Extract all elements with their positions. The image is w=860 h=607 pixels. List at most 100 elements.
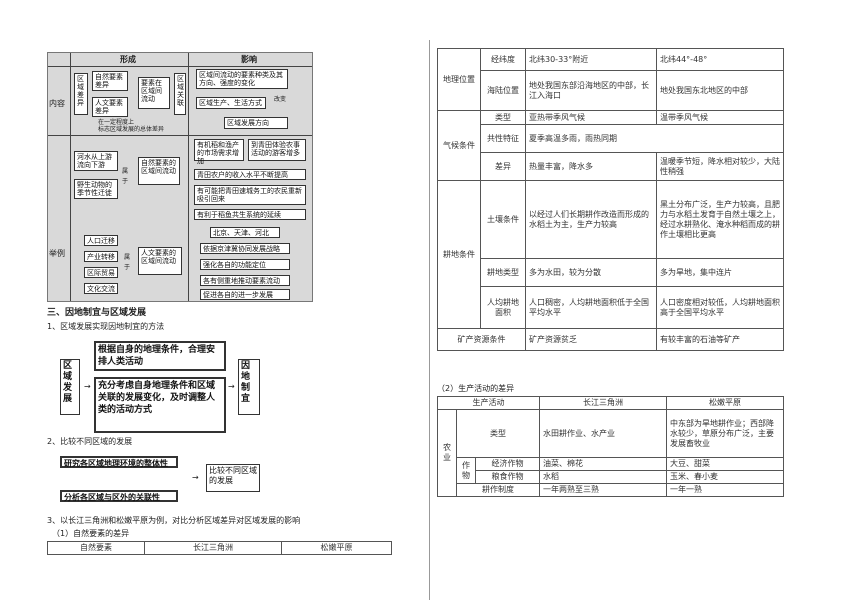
value-cell: 以经过人们长期耕作改造而形成的水稻土为主，生产力较高	[525, 180, 657, 259]
row-label-juli: 举例	[49, 249, 65, 258]
value-cell: 北纬30-33°附近	[525, 48, 657, 71]
item-cell: 类型	[456, 409, 540, 458]
item-cell: 耕地类型	[480, 258, 526, 287]
group-cell: 气候条件	[437, 110, 481, 181]
box-quyu-lianxi: 区域关联	[174, 73, 186, 115]
box-ziran-liudong: 自然要素的区域间流动	[138, 157, 180, 185]
item-cell: 共性特征	[480, 124, 526, 153]
label-shuyu2: 属于	[124, 254, 131, 271]
box-renkou: 人口迁移	[84, 235, 118, 246]
value-cell: 热量丰富，降水多	[525, 152, 657, 181]
divider	[48, 66, 312, 67]
row-label-neirong: 内容	[49, 99, 65, 108]
table-row: 人均耕地面积 人口稠密，人均耕地面积低于全国平均水平 人口密度相对较低，人均耕地…	[438, 286, 784, 329]
box-quyu-chayi: 区域差异	[74, 73, 88, 115]
value-cell: 油菜、棉花	[539, 457, 667, 471]
value-cell: 地处我国东部沿海地区的中部，长江入海口	[525, 70, 657, 111]
table-header-cell: 松嫩平原	[281, 541, 392, 555]
header-yingxiang: 影响	[241, 55, 257, 64]
value-cell: 一年两熟至三熟	[539, 483, 667, 497]
item-cell: 土壤条件	[480, 180, 526, 259]
value-cell: 人口密度相对较低，人均耕地面积高于全国平均水平	[656, 286, 784, 329]
value-cell: 大豆、甜菜	[666, 457, 784, 471]
table-row: 矿产资源条件 矿产资源贫乏 有较丰富的石油等矿产	[437, 328, 784, 351]
table-row: 作物 经济作物 油菜、棉花 大豆、甜菜	[438, 457, 784, 484]
box-e5: 有利于稻鱼共生系统的延续	[194, 209, 306, 220]
divider	[188, 53, 189, 301]
value-cell: 夏季高温多雨，雨热同期	[525, 124, 784, 153]
value-cell: 黑土分布广泛，生产力较高，且肥力与水稻土发育于自然土壤之上，经过水耕熟化、淹水种…	[656, 180, 784, 259]
box-chanye: 产业转移	[84, 251, 118, 262]
header-xingcheng: 形成	[120, 55, 136, 64]
natural-elements-header-table: 自然要素 长江三角洲 松嫩平原	[47, 541, 392, 555]
value-cell: 亚热带季风气候	[525, 110, 657, 125]
table-header-cell: 松嫩平原	[666, 396, 784, 410]
box-compare-a: 研究各区域地理环境的整体性	[60, 456, 178, 468]
box-e4: 有可能把青田速城务工的农民重新吸引回来	[194, 185, 306, 205]
table-row: 气候条件 类型 亚热带季风气候 温带季风气候	[437, 110, 784, 181]
item-cell: 差异	[480, 152, 526, 181]
table-header-cell: 长江三角洲	[144, 541, 282, 555]
box-guoji: 区际贸易	[84, 267, 118, 278]
note-line2: 标志区域发展的总体差异	[98, 126, 165, 133]
value-cell: 人口稠密，人均耕地面积低于全国平均水平	[525, 286, 657, 329]
box-e1: 有机稻和渔产的市场需求增加	[194, 139, 244, 165]
value-cell: 水田耕作业、水产业	[539, 409, 667, 458]
production-table: 生产活动 长江三角洲 松嫩平原 农业 类型 水田耕作业、水产业 中东部为旱地耕作…	[437, 396, 784, 497]
arrow-right-icon: →	[192, 473, 199, 482]
box-e2: 到青田体验农事活动的游客增多	[248, 139, 306, 161]
item-cell: 海陆位置	[480, 70, 526, 111]
group-cell: 地理位置	[437, 48, 481, 111]
box-wenhua: 文化交流	[84, 283, 118, 294]
box-dongwu: 野生动物的季节性迁徙	[74, 179, 118, 199]
value-cell: 矿产资源贫乏	[525, 328, 657, 351]
value-cell: 水稻	[539, 470, 667, 484]
flow-figure-scan: 形成 影响 内容 举例 区域差异 自然要素差异 人文要素差异 要素在区域间流动 …	[47, 52, 313, 302]
value-cell: 一年一熟	[666, 483, 784, 497]
arrow-right-icon: →	[84, 382, 91, 391]
box-j4: 各有侧重地推动要素流动	[200, 275, 290, 286]
table-row: 耕地条件 土壤条件 以经过人们长期耕作改造而形成的水稻土为主，生产力较高 黑土分…	[437, 180, 784, 329]
value-cell: 北纬44°-48°	[656, 48, 784, 71]
method-figure: 区域发展 根据自身的地理条件，合理安排人类活动 充分考虑自身地理条件和区域关联的…	[60, 337, 270, 437]
value-cell: 玉米、春小麦	[666, 470, 784, 484]
box-e3: 青田农户的收入水平不断提高	[194, 169, 306, 180]
note-line1: 在一定程度上	[98, 119, 135, 126]
label-shuyu1: 属于	[122, 168, 129, 185]
value-cell: 温带季风气候	[656, 110, 784, 125]
box-j3: 强化各自的功能定位	[200, 259, 290, 270]
page-column-divider	[429, 40, 430, 600]
box-fazhan-fangxiang: 区域发展方向	[224, 117, 288, 129]
box-compare-c: 比较不同区域的发展	[206, 464, 260, 492]
sub2-heading: 2、比较不同区域的发展	[47, 437, 133, 446]
item-cell: 人均耕地面积	[480, 286, 526, 329]
sub3-heading: 3、以长江三角洲和松嫩平原为例，对比分析区域差异对区域发展的影响	[47, 516, 301, 525]
table-row: 差异 热量丰富，降水多 温暖季节短，降水相对较少，大陆性稍强	[438, 152, 784, 181]
natural-elements-table: 地理位置 经纬度 北纬30-33°附近 北纬44°-48° 海陆位置 地处我国东…	[437, 48, 784, 351]
box-j5: 促进各自的进一步发展	[200, 289, 290, 300]
table-header-cell: 自然要素	[47, 541, 145, 555]
box-j2: 依据京津冀协同发展战略	[200, 243, 290, 254]
item-cell: 类型	[480, 110, 526, 125]
item-cell: 经济作物	[475, 457, 540, 471]
box-quyu-fazhan: 区域发展	[60, 359, 80, 415]
nongye-cell: 农业	[437, 409, 457, 497]
label-gaibian: 改变	[274, 96, 287, 103]
value-cell: 地处我国东北地区的中部	[656, 70, 784, 111]
box-j1: 北京、天津、河北	[210, 227, 280, 238]
table-header-cell: 生产活动	[437, 396, 540, 410]
box-heshui: 河水从上游流向下游	[74, 151, 118, 171]
divider	[70, 53, 71, 301]
box-renwen-liudong: 人文要素的区域间流动	[138, 247, 182, 275]
group-cell: 矿产资源条件	[437, 328, 526, 351]
value-cell: 多为水田，较为分散	[525, 258, 657, 287]
value-cell: 中东部为旱地耕作业；西部降水较少，草原分布广泛，主要发展畜牧业	[666, 409, 784, 458]
box-yaosu-liudong: 要素在区域间流动	[138, 77, 170, 109]
table-row: 海陆位置 地处我国东部沿海地区的中部，长江入海口 地处我国东北地区的中部	[438, 70, 784, 111]
item-cell: 作物	[456, 457, 476, 484]
box-method-top: 根据自身的地理条件，合理安排人类活动	[94, 341, 226, 371]
value-cell: 有较丰富的石油等矿产	[656, 328, 784, 351]
compare-figure: 研究各区域地理环境的整体性 分析各区域与区外的关联性 比较不同区域的发展 →	[60, 452, 270, 510]
value-cell: 温暖季节短，降水相对较少，大陆性稍强	[656, 152, 784, 181]
section-title: 三、因地制宜与区域发展	[47, 308, 147, 318]
